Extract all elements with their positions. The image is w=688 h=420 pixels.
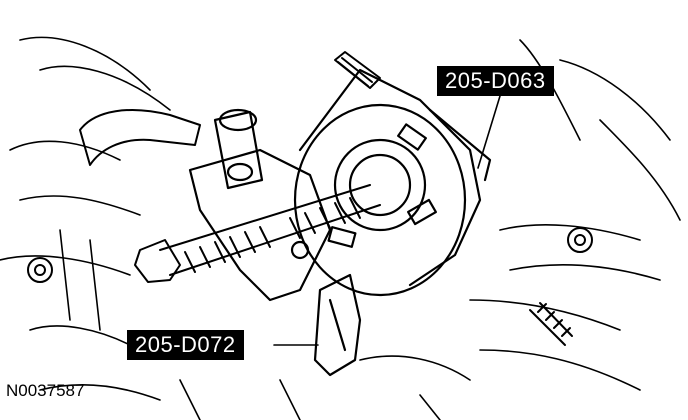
callout-label-205-D063: 205-D063: [437, 66, 554, 96]
puller-yoke: [188, 108, 332, 302]
figure-reference-number: N0037587: [6, 381, 85, 400]
background-contours: [0, 36, 681, 420]
forcing-screw: [134, 184, 381, 283]
puller-housing: [293, 68, 492, 297]
left-bracket: [27, 109, 593, 283]
lower-leg: [313, 273, 362, 377]
leader-line-205-D063: [477, 95, 501, 169]
callout-label-205-D072: 205-D072: [127, 330, 244, 360]
right-rod: [529, 302, 573, 346]
top-stud: [334, 51, 381, 89]
